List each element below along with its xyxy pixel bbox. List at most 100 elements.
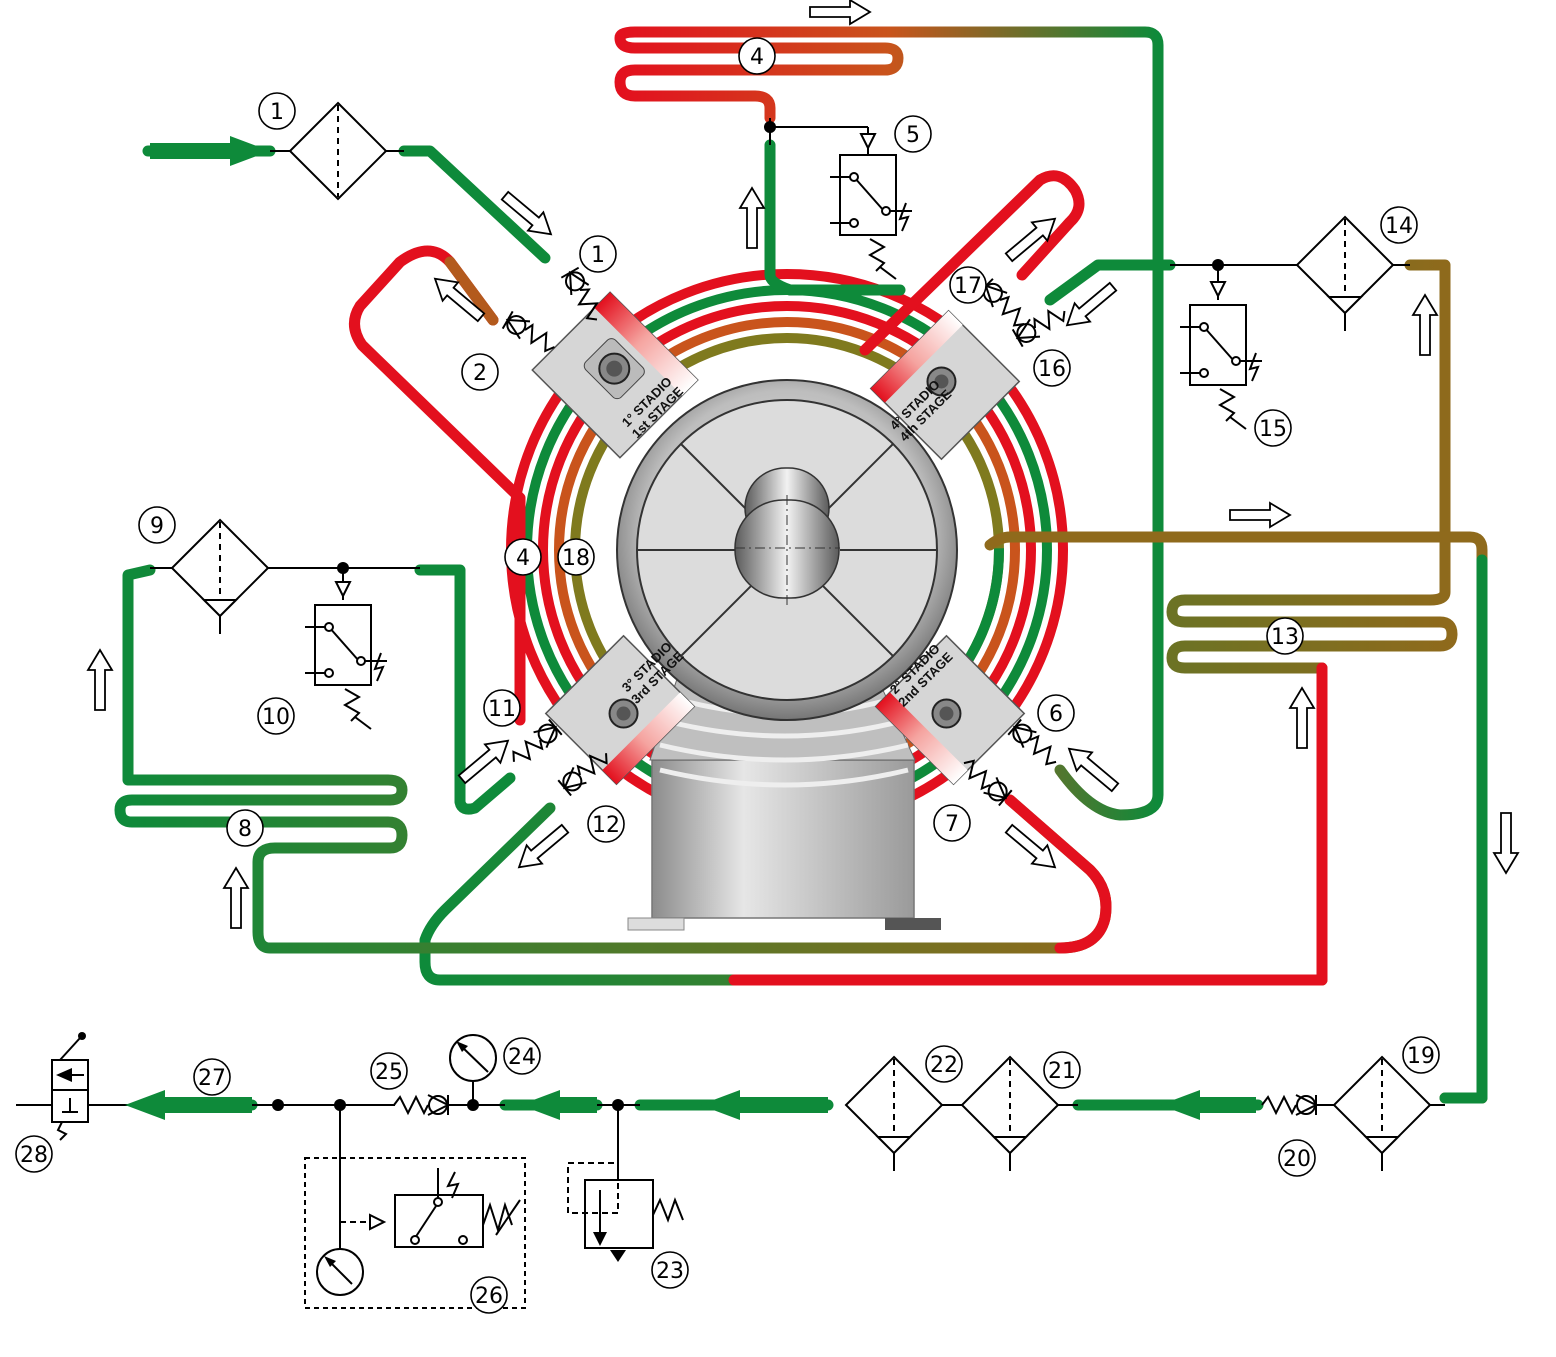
stage-1-cylinder: [531, 291, 699, 459]
callout-number: 18: [562, 546, 590, 571]
callout-number: 1: [270, 100, 284, 125]
callout-circle: [579, 235, 617, 273]
callout-circle: [258, 92, 296, 130]
callout-circle: [1033, 349, 1071, 387]
callout-c20: 20: [1278, 1139, 1316, 1177]
callout-circle: [1402, 1036, 1440, 1074]
callout-circle: [894, 115, 932, 153]
callout-circle: [483, 689, 521, 727]
outlet-valve-28: [51, 1032, 89, 1141]
callout-c4a: 4: [738, 37, 776, 75]
flow-arrows: [87, 0, 1519, 1120]
callout-c28: 28: [15, 1135, 53, 1173]
callout-c6: 6: [1037, 694, 1075, 732]
callout-c17: 17: [949, 266, 987, 304]
callout-circle: [461, 353, 499, 391]
callout-circle: [193, 1058, 231, 1096]
pressure-switch-group-26: [304, 1157, 526, 1309]
callout-circle: [587, 805, 625, 843]
callout-circle: [503, 1037, 541, 1075]
callout-circle: [1254, 409, 1292, 447]
callout-c9: 9: [138, 506, 176, 544]
check-valve-20: [1261, 1094, 1317, 1116]
callout-circle: [738, 37, 776, 75]
crankcase: [616, 379, 958, 721]
callout-circle: [925, 1045, 963, 1083]
callout-circle: [1278, 1139, 1316, 1177]
callout-circle: [1043, 1051, 1081, 1089]
callout-circle: [470, 1276, 508, 1314]
callout-number: 23: [656, 1259, 684, 1284]
callout-number: 25: [375, 1060, 403, 1085]
callout-c19: 19: [1402, 1036, 1440, 1074]
filter-9: [171, 519, 269, 635]
callout-number: 19: [1407, 1044, 1435, 1069]
pressure-switch-5: [829, 133, 913, 280]
callout-circle: [933, 804, 971, 842]
callout-c13: 13: [1266, 617, 1304, 655]
callout-number: 9: [150, 514, 164, 539]
callout-number: 10: [262, 705, 290, 730]
callout-circle: [370, 1052, 408, 1090]
callout-number: 24: [508, 1045, 536, 1070]
callout-c27: 27: [193, 1058, 231, 1096]
callout-number: 16: [1038, 357, 1066, 382]
callout-number: 27: [198, 1066, 226, 1091]
callout-circle: [1380, 206, 1418, 244]
callout-c5: 5: [894, 115, 932, 153]
callout-number: 17: [954, 274, 982, 299]
callout-c11: 11: [483, 689, 521, 727]
callout-number: 22: [930, 1053, 958, 1078]
pressure-switch-15: [1179, 281, 1263, 430]
callout-number: 11: [488, 697, 516, 722]
filter-1: [289, 102, 387, 200]
check-valve-25: [393, 1094, 449, 1116]
callout-number: 13: [1271, 625, 1299, 650]
filter-22: [845, 1056, 943, 1172]
callout-c25: 25: [370, 1052, 408, 1090]
callout-c12: 12: [587, 805, 625, 843]
callout-c1a: 1: [258, 92, 296, 130]
callout-c23: 23: [651, 1251, 689, 1289]
callout-c15: 15: [1254, 409, 1292, 447]
pressure-switch-10: [304, 581, 388, 730]
callout-c7: 7: [933, 804, 971, 842]
callout-circle: [257, 697, 295, 735]
filter-14: [1296, 216, 1394, 332]
callout-number: 4: [516, 546, 530, 571]
callout-circle: [226, 809, 264, 847]
filter-19: [1333, 1056, 1431, 1172]
callout-circle: [1266, 617, 1304, 655]
callout-number: 2: [473, 361, 487, 386]
callout-c24: 24: [503, 1037, 541, 1075]
callout-number: 20: [1283, 1147, 1311, 1172]
filter-21: [961, 1056, 1059, 1172]
callout-c10: 10: [257, 697, 295, 735]
callout-c4b: 4: [504, 538, 542, 576]
callout-c1b: 1: [579, 235, 617, 273]
stage-4-cylinder: [869, 309, 1021, 461]
stage-3-cylinder: [544, 634, 696, 786]
callout-circle: [138, 506, 176, 544]
callout-circle: [15, 1135, 53, 1173]
callout-number: 7: [945, 812, 959, 837]
stage-2-cylinder: [874, 634, 1026, 786]
callout-number: 6: [1049, 702, 1063, 727]
callout-c8: 8: [226, 809, 264, 847]
callout-number: 8: [238, 817, 252, 842]
callout-number: 1: [591, 243, 605, 268]
callout-number: 12: [592, 813, 620, 838]
callout-c21: 21: [1043, 1051, 1081, 1089]
callout-number: 28: [20, 1143, 48, 1168]
callout-number: 21: [1048, 1059, 1076, 1084]
callout-circle: [504, 538, 542, 576]
callout-c26: 26: [470, 1276, 508, 1314]
callout-number: 15: [1259, 417, 1287, 442]
pressure-gauge-24: [449, 1034, 497, 1082]
callout-c22: 22: [925, 1045, 963, 1083]
callout-c16: 16: [1033, 349, 1071, 387]
callout-c2: 2: [461, 353, 499, 391]
